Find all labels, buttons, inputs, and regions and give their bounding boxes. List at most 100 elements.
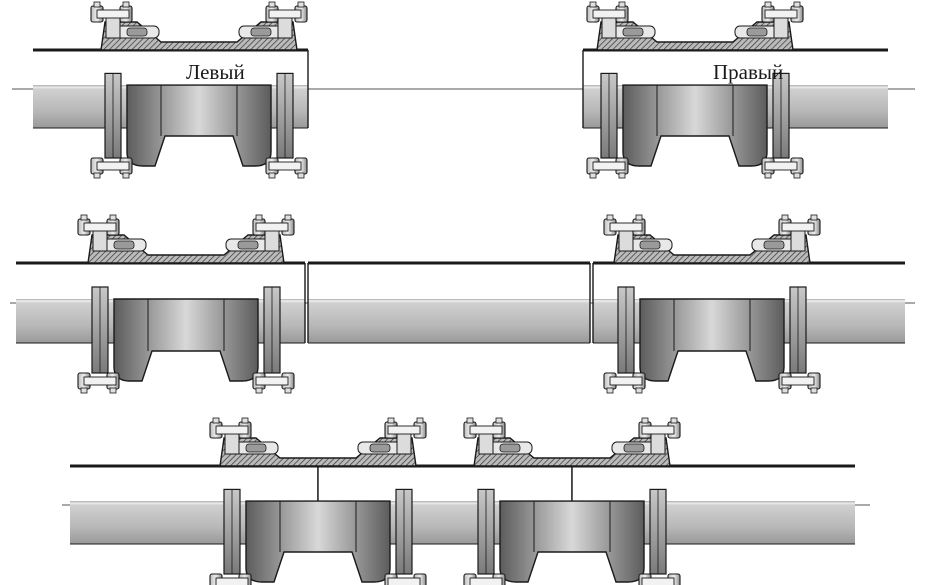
bolt-bar xyxy=(387,577,421,585)
bolt-bar xyxy=(268,9,302,19)
bolt-end xyxy=(810,387,818,394)
bolt-bar xyxy=(268,161,302,171)
bolt-end xyxy=(670,417,678,424)
bolt-bar xyxy=(641,577,675,585)
gasket-core xyxy=(245,443,267,453)
flange-plate xyxy=(264,228,280,252)
flange-plate xyxy=(618,228,634,252)
bolt-bar xyxy=(96,161,130,171)
bolt-end xyxy=(122,172,130,179)
bolt-end xyxy=(93,172,101,179)
gasket-core xyxy=(250,27,272,37)
bolt-end xyxy=(268,172,276,179)
bolt-end xyxy=(618,1,626,8)
bolt-end xyxy=(618,172,626,179)
bolt-end xyxy=(255,387,263,394)
gasket-core xyxy=(499,443,521,453)
bolt-end xyxy=(764,172,772,179)
coupling-body xyxy=(639,298,785,382)
bolt-end xyxy=(781,214,789,221)
bolt-end xyxy=(212,417,220,424)
label-left: Левый xyxy=(186,60,245,84)
bolt-end xyxy=(297,1,305,8)
bolt-end xyxy=(122,1,130,8)
gasket-core xyxy=(369,443,391,453)
bolt-end xyxy=(466,417,474,424)
bolt-end xyxy=(641,417,649,424)
bolt-bar xyxy=(781,222,815,232)
flange-plate xyxy=(224,431,240,455)
row-with-insert xyxy=(10,214,915,394)
flange-plate xyxy=(105,15,121,39)
bolt-bar xyxy=(781,376,815,386)
flange-plate xyxy=(790,228,806,252)
bolt-end xyxy=(589,1,597,8)
bolt-bar xyxy=(96,9,130,19)
bolt-end xyxy=(297,172,305,179)
bolt-end xyxy=(387,417,395,424)
bolt-bar xyxy=(764,9,798,19)
bolt-bar xyxy=(764,161,798,171)
bolt-end xyxy=(606,387,614,394)
bolt-end xyxy=(793,172,801,179)
bolt-end xyxy=(606,214,614,221)
flange-plate xyxy=(92,228,108,252)
label-right: Правый xyxy=(713,60,783,84)
bolt-bar xyxy=(83,222,117,232)
gasket-core xyxy=(113,240,135,250)
flange-plate xyxy=(277,15,293,39)
bolt-bar xyxy=(469,577,503,585)
gasket-core xyxy=(622,27,644,37)
bolt-end xyxy=(764,1,772,8)
coupling-body xyxy=(622,84,768,167)
flange-plate xyxy=(396,431,412,455)
bolt-end xyxy=(416,417,424,424)
coupling-body xyxy=(126,84,272,167)
bolt-bar xyxy=(255,376,289,386)
bolt-end xyxy=(635,214,643,221)
coupling-body xyxy=(245,500,391,583)
bolt-end xyxy=(810,214,818,221)
bolt-end xyxy=(635,387,643,394)
bolt-end xyxy=(781,387,789,394)
gasket-core xyxy=(763,240,785,250)
bolt-end xyxy=(109,214,117,221)
coupling-body xyxy=(113,298,259,382)
bolt-end xyxy=(255,214,263,221)
gasket-core xyxy=(126,27,148,37)
gasket-core xyxy=(623,443,645,453)
bolt-bar xyxy=(609,222,643,232)
bolt-bar xyxy=(255,222,289,232)
bolt-bar xyxy=(609,376,643,386)
gasket-core xyxy=(746,27,768,37)
flange-plate xyxy=(773,15,789,39)
bolt-bar xyxy=(592,9,626,19)
bolt-end xyxy=(80,387,88,394)
bolt-end xyxy=(93,1,101,8)
bolt-end xyxy=(589,172,597,179)
bolt-end xyxy=(109,387,117,394)
bolt-bar xyxy=(641,425,675,435)
bolt-end xyxy=(80,214,88,221)
bolt-end xyxy=(241,417,249,424)
row-disconnected xyxy=(12,1,915,179)
flange-plate xyxy=(601,15,617,39)
bolt-bar xyxy=(592,161,626,171)
row-double-coupling xyxy=(62,417,870,585)
pipe-body xyxy=(308,263,590,343)
bolt-bar xyxy=(469,425,503,435)
bolt-end xyxy=(284,214,292,221)
bolt-bar xyxy=(215,577,249,585)
bolt-bar xyxy=(215,425,249,435)
gasket-core xyxy=(639,240,661,250)
flange-plate xyxy=(650,431,666,455)
bolt-end xyxy=(268,1,276,8)
coupling-body xyxy=(499,500,645,583)
bolt-bar xyxy=(83,376,117,386)
bolt-end xyxy=(284,387,292,394)
bolt-bar xyxy=(387,425,421,435)
bolt-end xyxy=(793,1,801,8)
flange-plate xyxy=(478,431,494,455)
bolt-end xyxy=(495,417,503,424)
